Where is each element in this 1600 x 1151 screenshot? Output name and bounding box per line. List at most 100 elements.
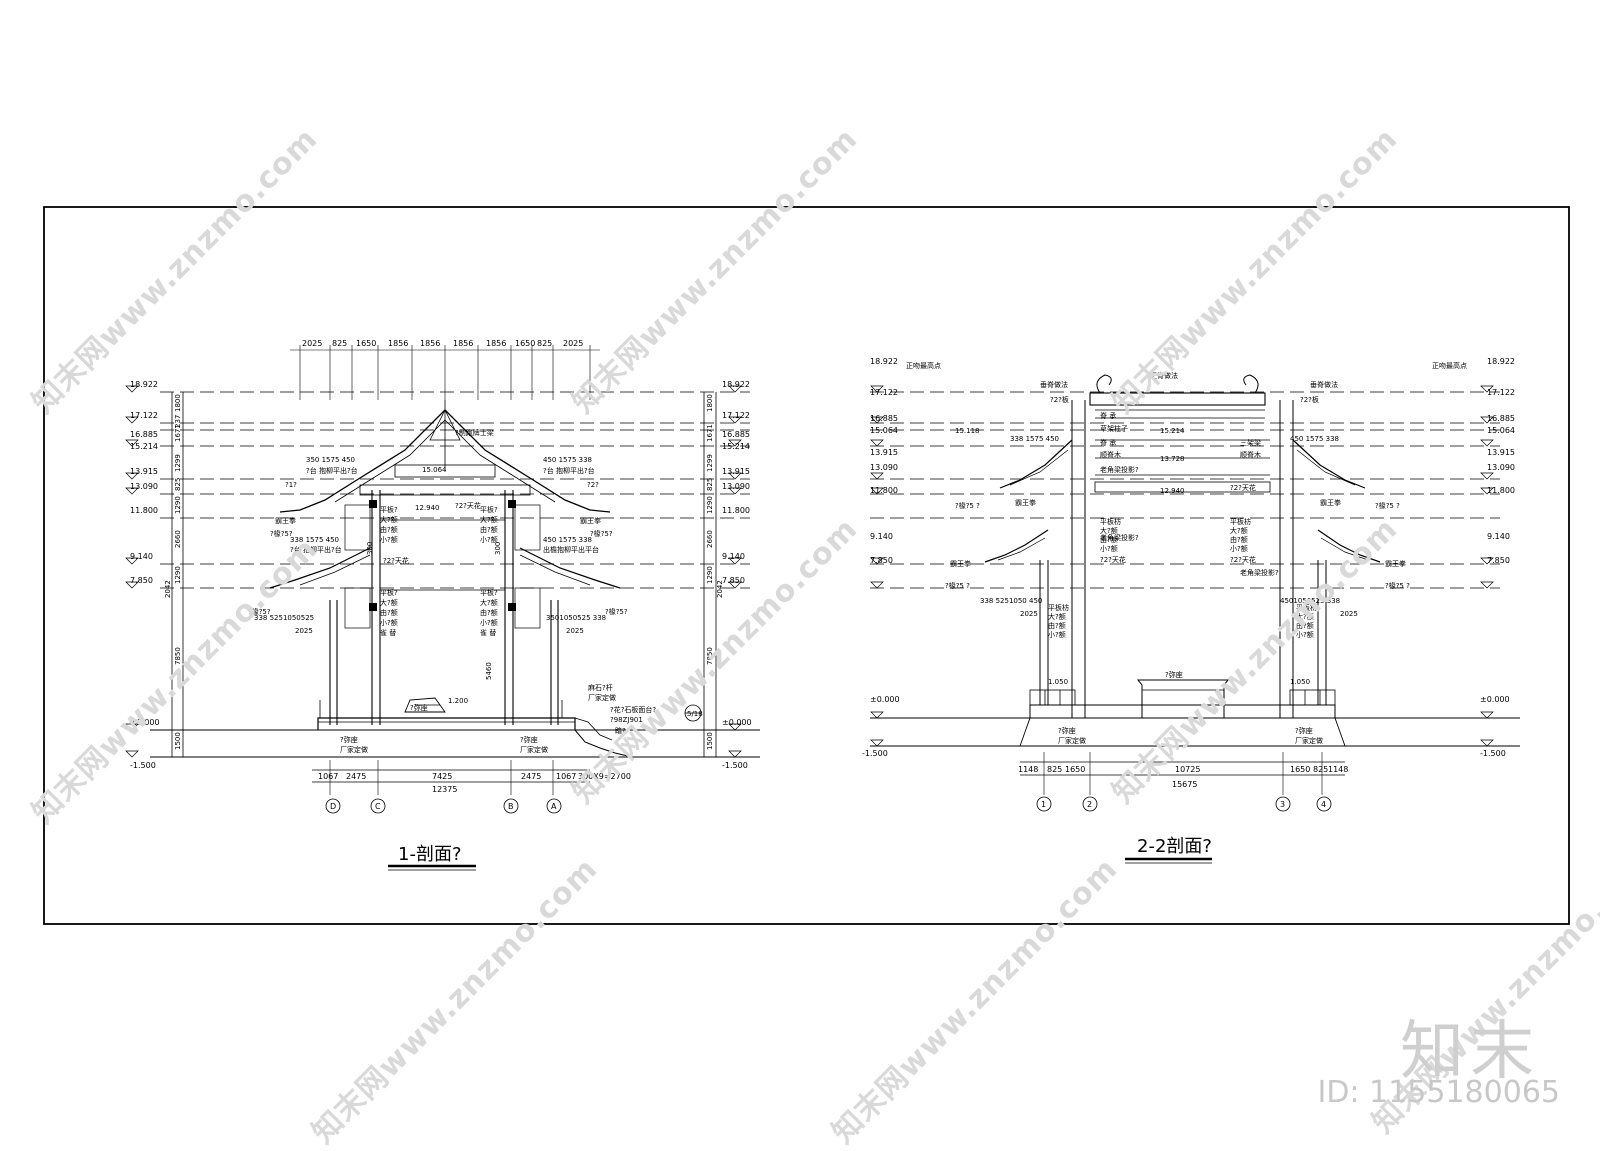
s1-elev-right: 13.915	[722, 467, 750, 476]
s2-label-angle: 老角梁投影?	[1100, 465, 1139, 474]
s2-elev-right: 13.090	[1487, 463, 1515, 472]
s2-label-beam: 小?额	[1048, 630, 1066, 639]
s2-label-beam: 小?额	[1296, 630, 1314, 639]
s2-label-tie: 草架柱子	[1100, 424, 1128, 433]
s1-bottom-total: 12375	[432, 785, 457, 794]
s1-elev-right: 17.122	[722, 411, 750, 420]
s1-side-dim: 2660	[174, 530, 182, 548]
s2-label-hip: 垂脊做法	[1040, 380, 1068, 389]
s2-label-beam: 平板枋	[1048, 603, 1069, 612]
s1-elev-right: 18.922	[722, 380, 750, 389]
axis-marker-3	[1275, 796, 1291, 812]
axis-marker-d	[325, 798, 341, 814]
axis-marker-a	[546, 798, 562, 814]
s2-label-rafter: ?椽?5 ?	[1385, 581, 1410, 590]
s2-label-beam: 平板枋	[1296, 603, 1317, 612]
s1-elev-right: -1.500	[722, 761, 748, 770]
s1-bottom-dim: 2475	[521, 772, 541, 781]
s1-label-mid-elev: 12.940	[415, 504, 440, 512]
s1-axis-label-c: C	[375, 802, 381, 811]
s2-label-highest: 正吻最高点	[906, 361, 941, 370]
s1-top-dim: 1856	[388, 339, 408, 348]
s2-label-elev: 15.214	[1160, 427, 1185, 435]
s1-label-bracket: ?台 抱柳平出?台	[306, 466, 358, 475]
s1-label-rafter: ?椽?5?	[248, 607, 271, 616]
s1-elev-right: 13.090	[722, 482, 750, 491]
s2-label-elev: 15.118	[955, 427, 980, 435]
s1-inner-dim: 300	[366, 542, 374, 555]
s2-elev-right: 16.885	[1487, 414, 1515, 423]
s2-label-beam: 平板枋	[1230, 517, 1251, 526]
s2-label-rafter: ?椽?5 ?	[955, 501, 980, 510]
s2-label-beam: 小?额	[1230, 544, 1248, 553]
s1-top-dim: 2025	[563, 339, 583, 348]
s2-label-king: 霸王拳	[1385, 559, 1406, 568]
section-1-drawing	[125, 345, 760, 871]
s1-elev-left: 11.800	[130, 506, 158, 515]
section-2-title: 2-2剖面?	[1137, 836, 1212, 857]
s1-label-beam: 雀 替	[480, 628, 496, 637]
s1-label-step: 3501050525 338	[546, 614, 606, 622]
s1-label-rafter: ?椽?5?	[605, 607, 628, 616]
s1-elev-left: 7.850	[130, 576, 153, 585]
s2-label-beam: 平板枋	[1100, 517, 1121, 526]
s2-elev-left: 11.800	[870, 486, 898, 495]
s1-label-king: 霸王拳	[580, 516, 601, 525]
s1-side-dim-right: 7850	[706, 647, 714, 665]
s2-label-king: 霸王拳	[1015, 498, 1036, 507]
s1-elev-left: 13.090	[130, 482, 158, 491]
s1-label-beam: 雀 替	[380, 628, 396, 637]
s1-label-beam: 由?额	[480, 608, 498, 617]
s2-label-bay: 2025	[1020, 610, 1038, 618]
s1-label-rafter: ?椽?5?	[270, 529, 293, 538]
s2-elev-left: 7.850	[870, 556, 893, 565]
s2-elev-right: 15.064	[1487, 426, 1515, 435]
s2-label-elev: 12.940	[1160, 487, 1185, 495]
s2-bottom-dim: 1148	[1018, 765, 1038, 774]
s2-label-tie: 脊 承	[1100, 438, 1116, 447]
s1-side-dim: 7850	[174, 647, 182, 665]
s2-label-base: 厂家定做	[1295, 736, 1323, 745]
s2-label-seat: ?弥座	[1165, 670, 1183, 679]
s2-elev-right: 9.140	[1487, 532, 1510, 541]
brand-logo: 知末	[1400, 1015, 1540, 1089]
s1-side-dim-right: 1800	[706, 394, 714, 412]
s1-label-beam: 由?额	[380, 525, 398, 534]
s2-elev-left: 13.915	[870, 448, 898, 457]
s1-elev-left: -1.500	[130, 761, 156, 770]
axis-marker-b	[503, 798, 519, 814]
s1-top-dim: 825	[332, 339, 347, 348]
s1-side-dim-right: 2042	[716, 580, 724, 598]
s2-bottom-dim: 825	[1047, 765, 1062, 774]
s1-side-dim-right: 825	[706, 478, 714, 491]
s1-side-dim: 1500	[174, 732, 182, 750]
asset-id-label: ID: 1155180065	[1317, 1075, 1560, 1110]
s1-label-beam: 平板?	[380, 505, 398, 514]
s1-label-beam: 小?额	[480, 618, 498, 627]
s2-elev-left: 16.885	[870, 414, 898, 423]
s1-elev-left: ±0.000	[130, 718, 160, 727]
s2-label-beam: 由?额	[1100, 535, 1118, 544]
s2-label-beam: 大?额	[1296, 612, 1314, 621]
s2-axis-label-2: 2	[1087, 800, 1092, 809]
s2-bottom-dim: 10725	[1175, 765, 1200, 774]
s1-side-dim-right: 1671	[706, 424, 714, 442]
s1-label-rail: ?花?石板面台?	[610, 705, 656, 714]
s1-top-dim: 1650	[515, 339, 535, 348]
s1-side-dim: 1671	[174, 424, 182, 442]
s1-label-beam: 大?额	[480, 515, 498, 524]
s1-label-rail: ?98ZJ901	[610, 716, 643, 724]
s1-label-beam: 小?额	[480, 535, 498, 544]
s1-label-bay: 2025	[295, 627, 313, 635]
s1-label-callout: 5/18	[687, 710, 703, 718]
s1-side-dim: 1800	[174, 394, 182, 412]
s2-elev-right: 18.922	[1487, 357, 1515, 366]
s2-label-beam: 由?额	[1296, 621, 1314, 630]
s1-label-bracket: 450 1575 338	[543, 456, 592, 464]
s2-label-ceiling: ?2?天花	[1230, 555, 1256, 564]
s1-elev-right: 7.850	[722, 576, 745, 585]
s1-label-king: 霸王拳	[275, 516, 296, 525]
s1-label-base: ?弥座	[340, 735, 358, 744]
axis-marker-1	[1036, 796, 1052, 812]
